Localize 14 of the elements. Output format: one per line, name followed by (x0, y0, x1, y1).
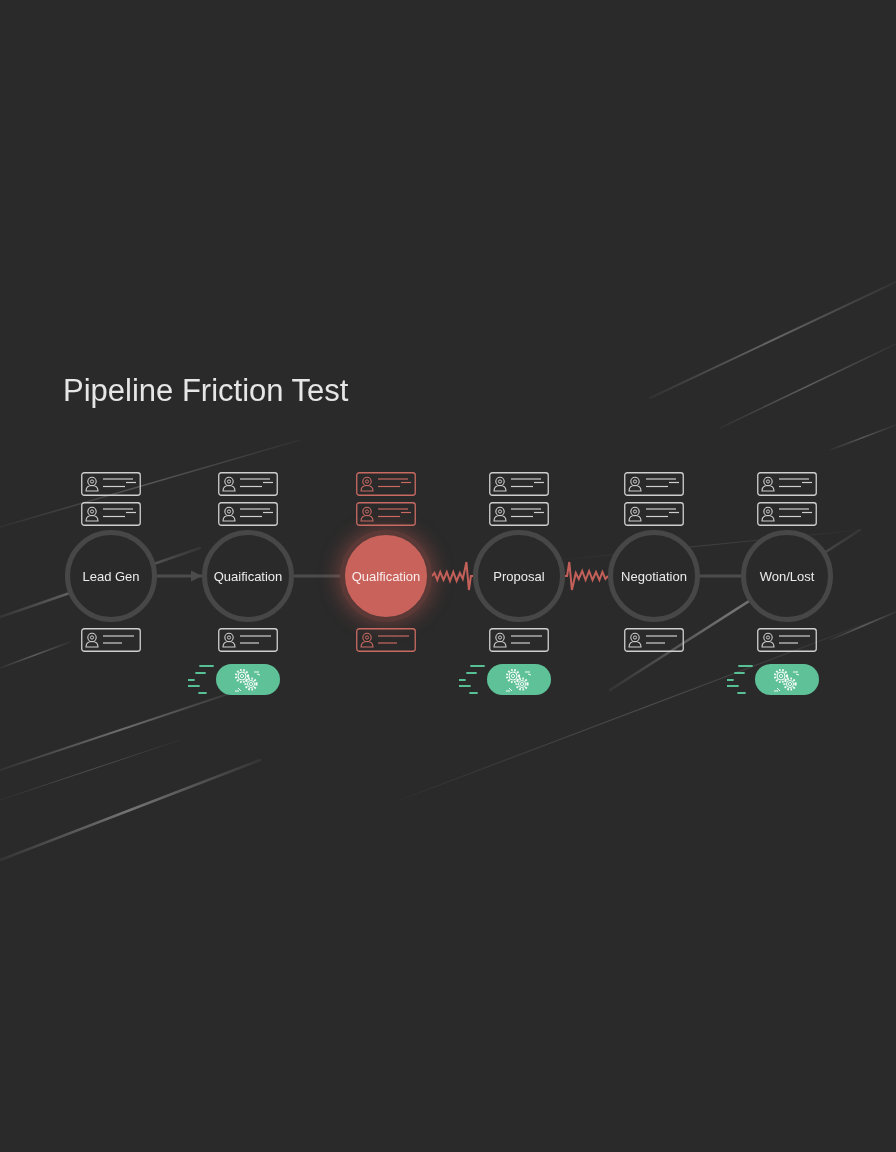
highlighted-stage-circle (340, 530, 432, 622)
stage-label: Quaification (213, 568, 283, 584)
stage-label: Lead Gen (82, 568, 140, 584)
zigzag-line (564, 561, 609, 591)
arrow (157, 570, 202, 582)
title: Pipeline Friction Test (63, 372, 349, 410)
zigzag-line (431, 561, 474, 591)
stage-label: Won/Lost (759, 568, 815, 584)
stage-circle (741, 530, 833, 622)
connector-line (700, 574, 741, 578)
stage-label: Negotiation (621, 568, 687, 584)
stage-label: Proposal (493, 568, 545, 584)
connector-line (294, 574, 340, 578)
stage-label: Qualfication (351, 568, 421, 584)
